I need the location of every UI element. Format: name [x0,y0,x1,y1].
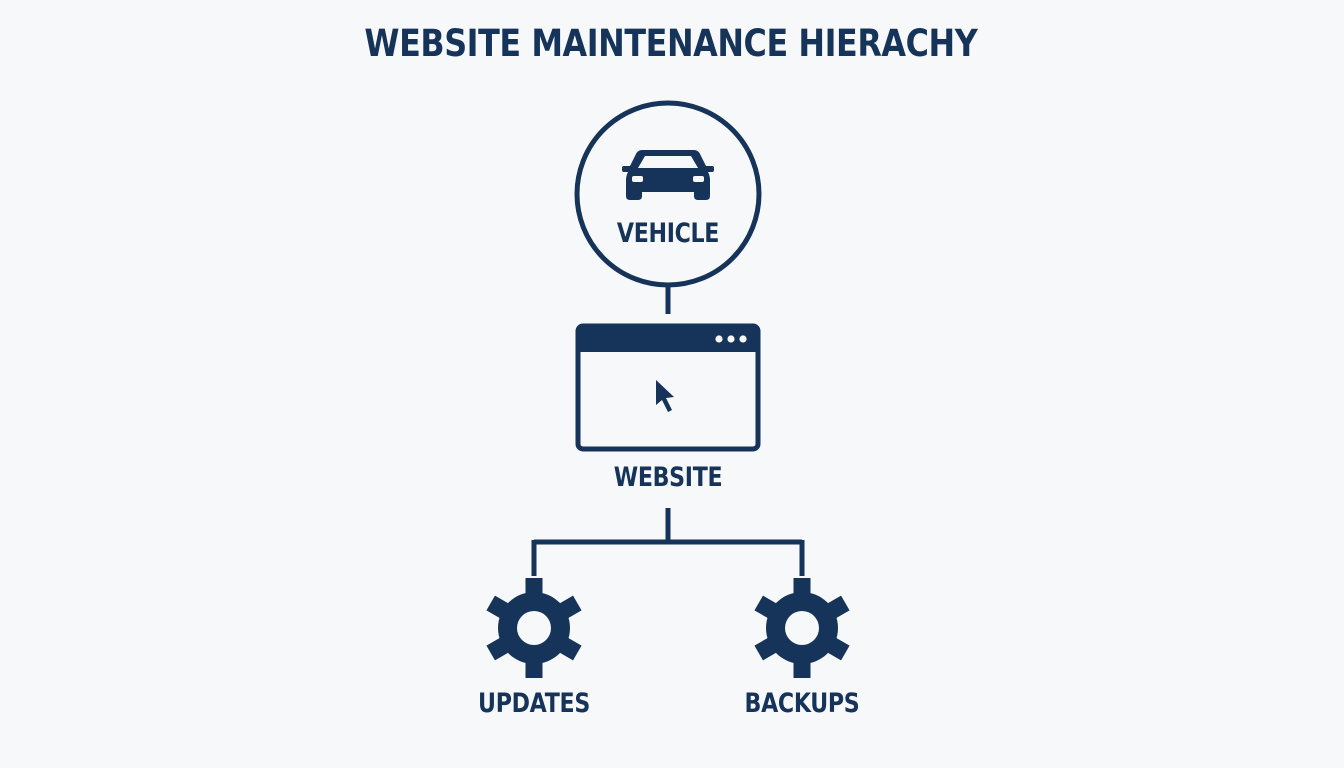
connector-website-children [531,508,805,576]
website-label: WEBSITE [613,462,723,493]
browser-window-icon [575,323,761,452]
backups-label: BACKUPS [744,688,860,719]
page-title: WEBSITE MAINTENANCE HIERACHY [364,22,978,65]
vehicle-node-circle [574,100,762,288]
vehicle-label: VEHICLE [616,218,720,249]
cursor-icon [656,380,674,412]
updates-label: UPDATES [478,688,590,719]
gear-icon-updates [486,578,582,678]
gear-icon-backups [754,578,850,678]
car-icon [622,150,714,200]
